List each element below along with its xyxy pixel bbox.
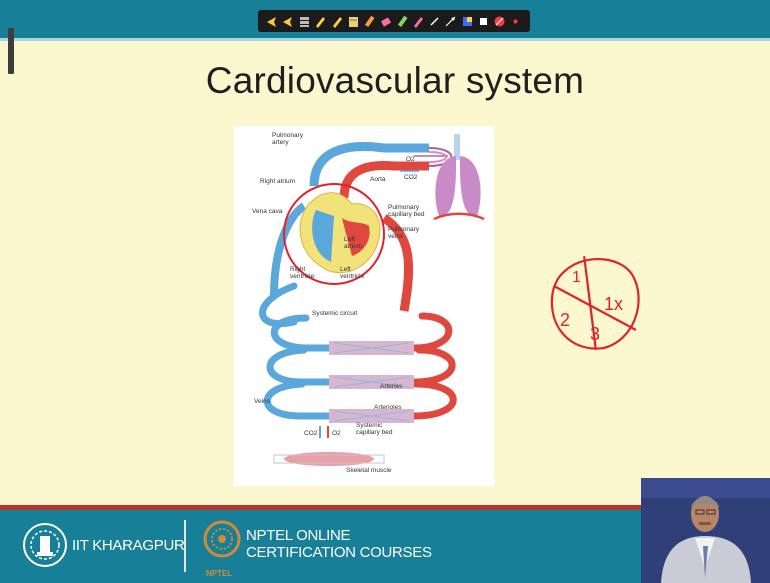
line-icon[interactable]	[444, 15, 457, 28]
dot-icon[interactable]	[509, 15, 522, 28]
course-line-1: NPTEL ONLINE	[246, 527, 432, 544]
label-skeletal-muscle: Skeletal muscle	[346, 467, 392, 474]
quadrant-1x: 1x	[604, 294, 623, 314]
quadrant-2: 2	[560, 310, 570, 330]
nptel-logo-icon	[200, 515, 244, 567]
label-systemic-circuit: Systemic circuit	[312, 310, 357, 317]
footer-divider	[184, 520, 186, 572]
pen-icon[interactable]	[412, 15, 425, 28]
speaker-video	[641, 478, 770, 583]
label-aorta: Aorta	[370, 176, 386, 183]
pen-icon[interactable]	[331, 15, 344, 28]
nptel-logo-text: NPTEL	[206, 569, 232, 578]
header-accent-line	[0, 38, 770, 41]
label-co2-bottom: CO2	[304, 430, 317, 437]
color-palette-icon[interactable]	[461, 15, 474, 28]
notepad-icon[interactable]	[347, 15, 360, 28]
label-arteries: Arteries	[380, 383, 402, 390]
label-veins: Veins	[254, 398, 270, 405]
annotation-toolbar	[258, 10, 530, 32]
label-o2-top: O2	[406, 156, 415, 163]
label-co2-top: CO2	[404, 174, 417, 181]
course-name: NPTEL ONLINE CERTIFICATION COURSES	[246, 527, 432, 561]
square-icon[interactable]	[477, 15, 490, 28]
label-arterioles: Arterioles	[374, 404, 401, 411]
stop-icon[interactable]	[493, 15, 506, 28]
quadrant-3: 3	[590, 324, 600, 344]
institute-name: IIT KHARAGPUR	[72, 537, 185, 554]
label-right-atrium: Right atrium	[260, 178, 295, 185]
eraser-icon[interactable]	[379, 15, 392, 28]
slide-title: Cardiovascular system	[0, 60, 770, 102]
handwritten-annotation: 1 1x 2 3	[546, 248, 646, 358]
highlighter-icon[interactable]	[396, 15, 409, 28]
pointer-icon[interactable]	[428, 15, 441, 28]
arrow-icon[interactable]	[266, 15, 279, 28]
quadrant-1: 1	[572, 269, 581, 286]
course-line-2: CERTIFICATION COURSES	[246, 544, 432, 561]
arrow-icon[interactable]	[282, 15, 295, 28]
pen-icon[interactable]	[314, 15, 327, 28]
marker-icon[interactable]	[363, 15, 376, 28]
label-o2-bottom: O2	[332, 430, 341, 437]
label-vena-cava: Vena cava	[252, 208, 282, 215]
iit-kharagpur-logo-icon	[22, 522, 68, 568]
stack-icon[interactable]	[298, 15, 311, 28]
